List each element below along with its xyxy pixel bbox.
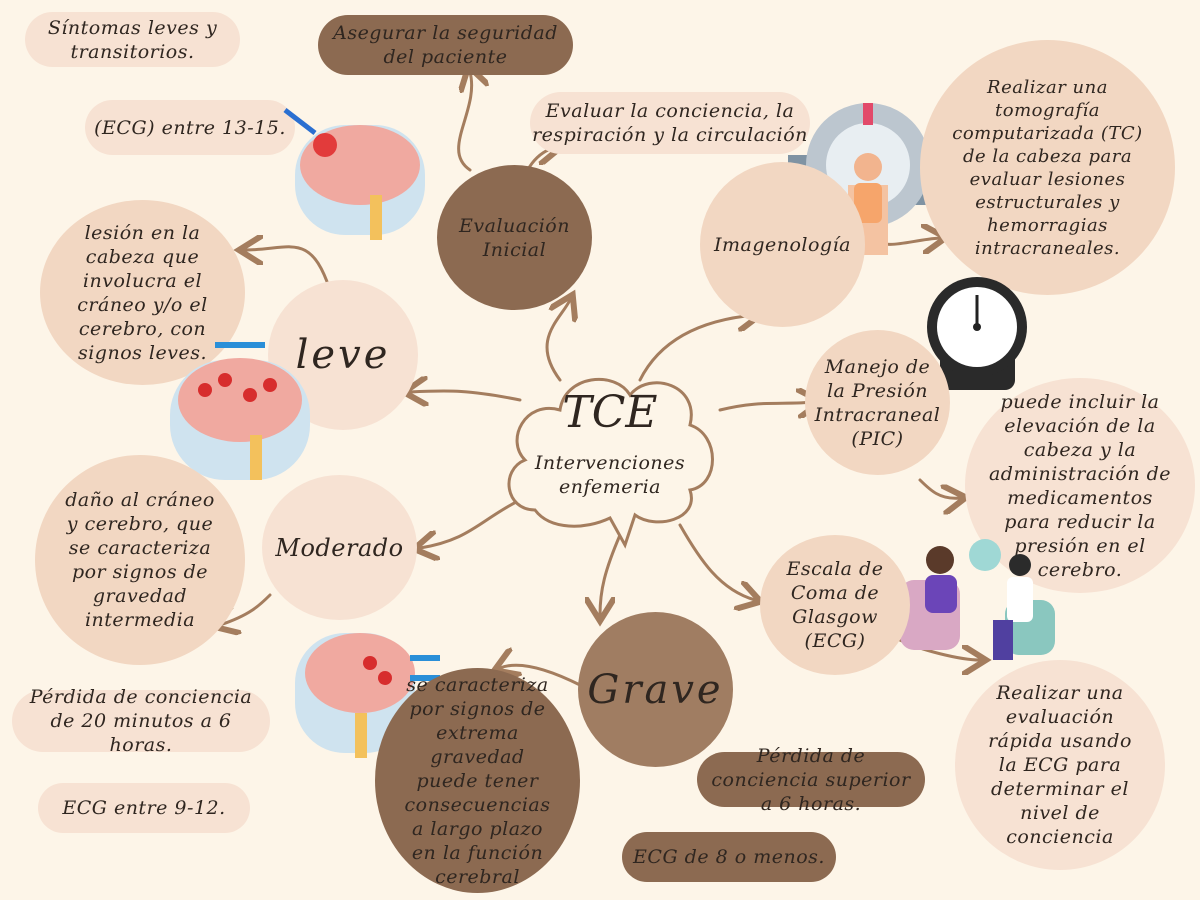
- arrow-to-imagenologia: [638, 315, 755, 382]
- arrow-to-glasgow: [678, 523, 755, 600]
- moderado-description: daño al cráneo y cerebro, que se caracte…: [35, 455, 245, 665]
- moderado-perdida: Pérdida de conciencia de 20 minutos a 6 …: [12, 686, 270, 756]
- leve-sintomas: Síntomas leves y transitorios.: [25, 12, 240, 67]
- arrow-to-asegurar: [459, 72, 472, 172]
- moderado-ecg: ECG entre 9-12.: [38, 783, 250, 833]
- brain-skull-icon: [170, 342, 310, 480]
- grave-node: Grave: [578, 612, 733, 767]
- arrow-to-grave-desc: [500, 665, 582, 687]
- pressure-gauge-illustration: [925, 275, 1030, 390]
- grave-description: se caracteriza por signos de extrema gra…: [375, 668, 580, 893]
- therapy-illustration: [895, 535, 1060, 675]
- center-title: TCE: [562, 387, 658, 438]
- glasgow-description: Realizar una evaluación rápida usando la…: [955, 660, 1165, 870]
- pic-description: puede incluir la elevación de la cabeza …: [965, 378, 1195, 593]
- leve-ecg: (ECG) entre 13-15.: [85, 100, 295, 155]
- glasgow-node: Escala de Coma de Glasgow (ECG): [760, 535, 910, 675]
- arrow-to-grave: [600, 533, 622, 615]
- arrow-to-leve-desc: [245, 247, 332, 292]
- arrow-to-moderado-desc: [220, 593, 272, 625]
- brain-skull-icon: [283, 108, 425, 240]
- evaluacion-inicial-node: Evaluación Inicial: [437, 165, 592, 310]
- center-cloud: [495, 360, 725, 550]
- arrow-to-leve: [410, 391, 522, 400]
- moderado-node: Moderado: [262, 475, 417, 620]
- pic-node: Manejo de la Presión Intracraneal (PIC): [805, 330, 950, 475]
- grave-perdida: Pérdida de conciencia superior a 6 horas…: [697, 745, 925, 815]
- grave-ecg: ECG de 8 o menos.: [622, 832, 836, 882]
- arrow-to-evaluacion: [545, 300, 570, 382]
- imagenologia-node: Imagenología: [700, 162, 865, 327]
- leve-description: lesión en la cabeza que involucra el crá…: [40, 200, 245, 385]
- arrow-to-pic: [718, 402, 815, 410]
- head-injury-illustration-moderado: [285, 618, 445, 770]
- brain-skull-icon: [295, 633, 440, 758]
- head-injury-illustration-diffuse: [155, 340, 315, 500]
- evaluar-node: Evaluar la conciencia, la respiración y …: [530, 92, 810, 154]
- center-subtitle: Intervenciones enfemeria: [534, 452, 686, 498]
- asegurar-node: Asegurar la seguridad del paciente: [318, 15, 573, 75]
- arrow-to-moderado: [420, 498, 522, 548]
- arrow-to-pic-desc: [918, 478, 960, 498]
- therapy-session-icon: [900, 539, 1055, 660]
- head-injury-illustration-leve: [275, 105, 430, 255]
- tc-description: Realizar una tomografía computarizada (T…: [920, 40, 1175, 295]
- pressure-gauge-icon: [927, 277, 1027, 390]
- cloud-icon: [507, 378, 714, 549]
